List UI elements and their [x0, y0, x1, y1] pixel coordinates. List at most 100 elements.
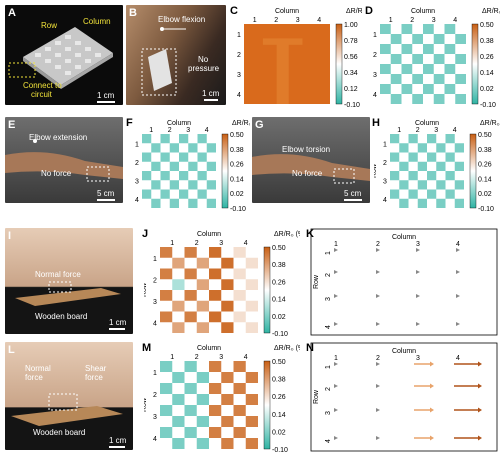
heat-cell: [436, 143, 446, 153]
heat-cell: [169, 161, 179, 171]
scatter-row-title: Row: [313, 274, 320, 289]
colorbar-tick: 0.56: [344, 54, 358, 61]
heat-cell: [390, 74, 402, 84]
heat-cell: [221, 322, 234, 333]
heat-row-tick: 4: [153, 320, 157, 327]
colorbar-unit: ΔR/R₀ (%): [274, 345, 300, 352]
heat-cell: [151, 161, 161, 171]
colorbar-tick: 0.50: [272, 245, 286, 252]
heat-row-tick: 1: [383, 141, 387, 148]
heat-cell: [172, 372, 185, 383]
label-k: K: [306, 228, 314, 240]
heat-cell: [197, 134, 207, 144]
heat-cell: [233, 405, 246, 416]
row-label: Row: [41, 21, 58, 30]
heat-cell: [172, 322, 185, 333]
elbow-torsion-text: Elbow torsion: [282, 145, 331, 154]
colorbar: [263, 246, 271, 334]
label-i: I: [8, 230, 12, 242]
label-c: C: [230, 5, 238, 17]
heat-cell: [160, 383, 173, 394]
heat-cell: [233, 247, 246, 258]
heat-cell: [206, 161, 216, 171]
scatter-row-tick: 2: [325, 387, 332, 391]
colorbar-tick: 0.50: [272, 359, 286, 366]
scale-bar: [109, 446, 125, 448]
heat-cell: [160, 189, 170, 199]
heat-cell: [221, 279, 234, 290]
colorbar-tick: 0.38: [480, 38, 494, 45]
heat-col-tick: 4: [244, 240, 248, 247]
colorbar-tick: 0.12: [344, 86, 358, 93]
heat-cell: [423, 44, 434, 54]
heat-cell: [160, 268, 173, 280]
colorbar-tick: 0.14: [230, 176, 244, 183]
heat-cell: [209, 290, 222, 301]
heat-cell: [233, 427, 246, 438]
colorbar-tick: 0.78: [344, 38, 358, 45]
scale-bar: [109, 328, 125, 330]
scatter-col-tick: 3: [416, 241, 420, 248]
heat-row-tick: 1: [153, 370, 157, 377]
normal-force-text-2: force: [25, 373, 43, 382]
no-pressure-text: No: [198, 55, 209, 64]
shear-force-text-2: force: [85, 373, 103, 382]
heat-cell: [196, 438, 209, 449]
heat-cell: [197, 189, 207, 199]
scatter-col-tick: 3: [416, 355, 420, 362]
heat-col-tick: 2: [416, 127, 420, 134]
heat-cell: [160, 405, 173, 416]
label-b: B: [129, 7, 137, 19]
heat-row-tick: 3: [237, 72, 241, 79]
heat-cell: [221, 257, 234, 269]
heat-cell: [160, 152, 170, 162]
colorbar-tick: 0.02: [480, 86, 494, 93]
scatter-row-tick: 4: [325, 439, 332, 443]
scatter-col-tick: 2: [376, 241, 380, 248]
heat-cell: [390, 171, 400, 181]
heat-cell: [151, 198, 161, 208]
heat-col-tick: 2: [195, 240, 199, 247]
force-marker: [376, 408, 380, 412]
heat-cell: [445, 189, 455, 199]
heat-cell: [169, 143, 179, 153]
scatter-frame: [310, 228, 498, 336]
heat-cell: [399, 161, 409, 171]
wooden-board-text: Wooden board: [33, 428, 86, 437]
heat-cell: [196, 257, 209, 269]
heat-row-tick: 2: [135, 160, 139, 167]
colorbar-tick: -0.10: [344, 102, 360, 109]
force-marker: [334, 248, 338, 252]
heat-cell: [142, 134, 152, 144]
heat-cell: [179, 134, 189, 144]
heat-col-tick: 4: [453, 127, 457, 134]
force-marker: [416, 294, 420, 298]
heat-cell: [245, 416, 258, 427]
heat-column-title: Column: [197, 345, 221, 352]
scatter-row-title: Row: [313, 389, 320, 404]
heat-cell: [380, 64, 391, 74]
colorbar-tick: 0.26: [272, 279, 286, 286]
heat-cell: [172, 279, 185, 290]
force-marker: [376, 294, 380, 298]
heat-cell: [401, 64, 413, 74]
heat-cell: [206, 180, 216, 190]
wooden-board-shear-icon: [11, 393, 123, 426]
heat-cell: [188, 198, 198, 208]
heat-cell: [172, 257, 185, 269]
heat-cell: [455, 94, 466, 104]
scatter-row-tick: 1: [325, 365, 332, 369]
colorbar-tick: -0.10: [272, 447, 288, 453]
label-g: G: [255, 119, 264, 131]
heat-cell: [417, 161, 427, 171]
heat-row-tick: 2: [153, 277, 157, 284]
normal-force-text: Normal force: [35, 270, 81, 279]
heat-cell: [380, 44, 391, 54]
heat-cell: [401, 24, 413, 34]
heat-cell: [221, 372, 234, 383]
heat-cell: [390, 134, 400, 144]
scatter-row-tick: 1: [325, 251, 332, 255]
heat-row-tick: 2: [153, 392, 157, 399]
